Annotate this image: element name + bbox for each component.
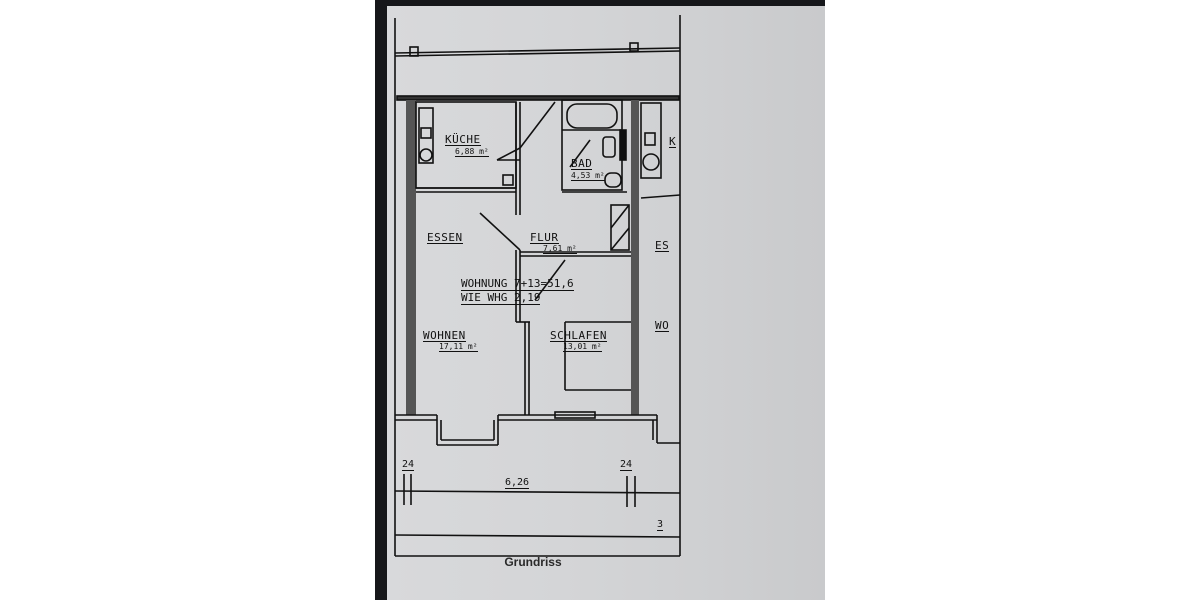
paper-sheet: [387, 6, 825, 600]
floor-plan-drawing: [394, 15, 681, 557]
room-label-bad: BAD: [571, 157, 593, 170]
room-area-flur: 7,61 m²: [543, 244, 577, 254]
apartment-note-line2: WIE WHG 2,19: [461, 291, 541, 305]
room-label-flur: FLUR: [530, 231, 559, 244]
neighbor-label-dining: ES: [655, 239, 670, 252]
dimension-left: 24: [402, 459, 415, 471]
room-label-essen: ESSEN: [427, 231, 463, 244]
room-label-wohnen: WOHNEN: [423, 329, 466, 342]
apartment-note-line1: WOHNUNG 7+13=51,6: [461, 277, 574, 291]
caption: Grundriss: [504, 555, 562, 569]
room-area-schlafen: 13,01 m²: [563, 342, 602, 352]
floor-plan-photo: KÜCHE 6,88 m² BAD 4,53 m² ESSEN FLUR 7,6…: [375, 0, 825, 600]
room-area-kueche: 6,88 m²: [455, 147, 489, 157]
room-area-bad: 4,53 m²: [571, 171, 605, 181]
room-label-schlafen: SCHLAFEN: [550, 329, 607, 342]
dimension-width: 6,26: [505, 477, 530, 489]
room-area-wohnen: 17,11 m²: [439, 342, 478, 352]
dimension-right: 24: [620, 459, 633, 471]
dimension-partial: 3: [657, 519, 664, 531]
neighbor-label-kitchen: K: [669, 135, 677, 148]
neighbor-label-living: WO: [655, 319, 670, 332]
room-label-kueche: KÜCHE: [445, 133, 481, 146]
